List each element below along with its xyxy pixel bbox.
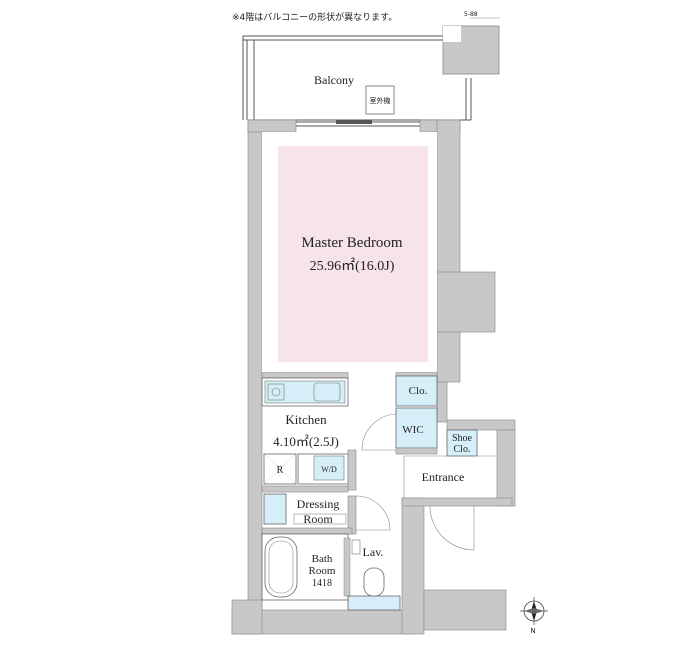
outdoor-unit — [365, 85, 395, 115]
lavatory-label: Lav. — [363, 545, 384, 559]
sink-icon — [313, 382, 341, 402]
dimension-mark: 5-88 — [464, 11, 478, 18]
bedroom-window — [296, 120, 420, 127]
bath-room: Bath Room 1418 — [261, 533, 351, 601]
entrance: Entrance — [403, 455, 497, 551]
toilet-icon — [363, 567, 385, 597]
dressing-room-line1: Dressing — [297, 497, 340, 511]
walk-in-closet: WIC — [361, 407, 438, 455]
stove-icon — [267, 383, 285, 401]
dressing-room-line2: Room — [303, 512, 333, 526]
master-bedroom-label: Master Bedroom — [301, 235, 403, 251]
shoe-closet-line2: Clo. — [454, 444, 471, 455]
entrance-door-swing — [429, 505, 475, 551]
washer-dryer: W/D — [297, 453, 349, 485]
closet: Clo. — [395, 375, 438, 407]
floor-note: ※4階はバルコニーの形状が異なります。 — [232, 13, 398, 23]
balcony-area: 5-88 室外機 Balcony — [242, 11, 500, 121]
walls — [231, 119, 516, 635]
bath-room-line2: Room — [309, 565, 336, 577]
kitchen-label: Kitchen — [285, 412, 327, 427]
bathtub-icon — [264, 536, 298, 598]
closet-label: Clo. — [409, 385, 428, 397]
bath-room-line1: Bath — [312, 553, 333, 565]
washer-label: W/D — [321, 465, 337, 474]
compass-icon: N — [520, 597, 548, 635]
outdoor-unit-label: 室外機 — [370, 96, 391, 105]
refrigerator-label: R — [277, 465, 284, 476]
bath-room-line3: 1418 — [312, 578, 332, 589]
shoe-closet-line1: Shoe — [452, 433, 473, 444]
master-bedroom-highlight — [278, 146, 428, 362]
wic-label: WIC — [402, 424, 423, 436]
master-bedroom-area: 25.96㎡(16.0J) — [310, 258, 395, 274]
kitchen-counter — [261, 377, 349, 407]
entrance-label: Entrance — [422, 470, 465, 484]
kitchen-area: 4.10㎡(2.5J) — [273, 434, 339, 449]
refrigerator: R — [263, 453, 297, 485]
lavatory: Lav. — [347, 539, 401, 611]
compass-north-label: N — [530, 627, 535, 635]
dressing-room: Dressing Room — [263, 493, 391, 531]
shoe-closet: Shoe Clo. — [446, 429, 478, 457]
balcony-label: Balcony — [314, 73, 354, 87]
